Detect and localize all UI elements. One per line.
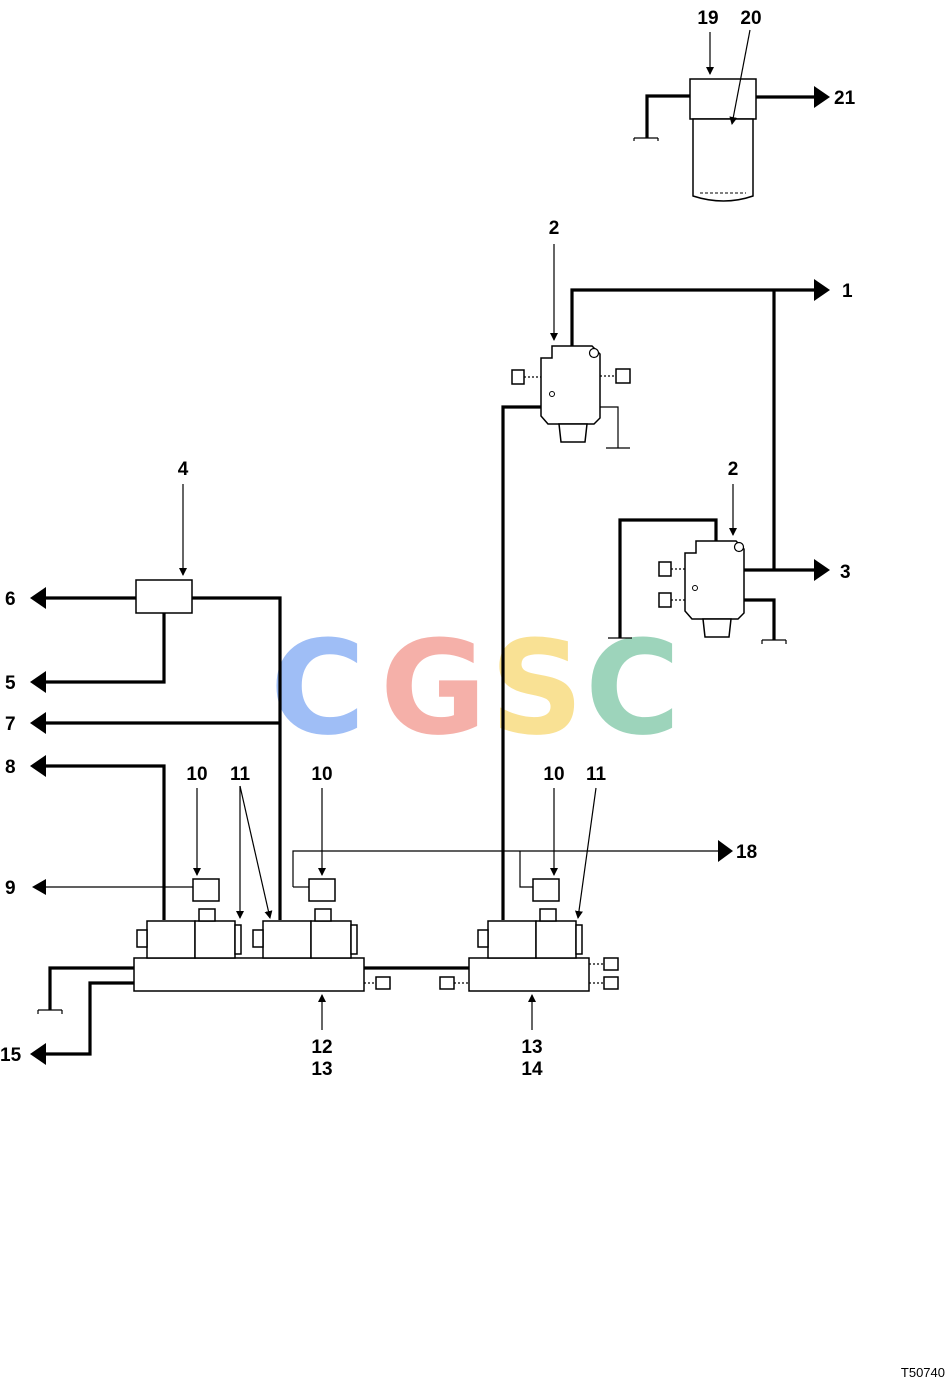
- callout-20: 20: [740, 8, 761, 29]
- arrow-1: [814, 279, 830, 301]
- watermark-letter-g: G: [380, 612, 487, 764]
- filter-assembly: [633, 29, 830, 202]
- drawing-id: T50740: [901, 1365, 945, 1380]
- arrow-18: [718, 840, 733, 862]
- arrow-9: [32, 879, 46, 895]
- component-4: [30, 484, 282, 920]
- watermark-letter-c1: C: [270, 612, 365, 764]
- filter-bowl: [692, 118, 754, 202]
- valve-2-upper: [501, 244, 830, 920]
- callout-11-b: 11: [586, 764, 607, 785]
- solenoid-coil: [532, 878, 560, 902]
- arrow-8: [30, 755, 46, 777]
- solenoid-coil: [192, 878, 220, 902]
- filter-head: [689, 78, 757, 120]
- watermark-letter-s: S: [490, 612, 584, 764]
- callout-3: 3: [840, 562, 851, 583]
- callout-7: 7: [5, 714, 16, 735]
- tank-symbol: [633, 137, 659, 141]
- callout-13-a: 13: [311, 1059, 332, 1080]
- callout-14: 14: [521, 1059, 543, 1080]
- callout-labels: 19 20 21 2 1 2 3 4 6 5 7 8 10 11 10 10 1…: [0, 8, 945, 1380]
- callout-13-b: 13: [521, 1037, 542, 1058]
- arrow-21: [814, 86, 830, 108]
- callout-15: 15: [0, 1045, 22, 1066]
- component-4-box: [135, 579, 193, 614]
- callout-6: 6: [5, 589, 16, 610]
- callout-10-a: 10: [186, 764, 207, 785]
- watermark: C G S C: [270, 612, 680, 764]
- valve-bank-left: [30, 785, 391, 1065]
- callout-8: 8: [5, 757, 16, 778]
- callout-2-upper: 2: [549, 218, 560, 239]
- arrow-3: [814, 559, 830, 581]
- arrow-7: [30, 712, 46, 734]
- valve-body: [540, 345, 601, 425]
- callout-10-b: 10: [311, 764, 332, 785]
- callout-9: 9: [5, 878, 16, 899]
- callout-1: 1: [842, 281, 853, 302]
- callout-5: 5: [5, 673, 16, 694]
- callout-4: 4: [178, 459, 189, 480]
- arrow-6: [30, 587, 46, 609]
- valve-bank-right: [292, 787, 733, 1030]
- callout-19: 19: [697, 8, 718, 29]
- callout-12: 12: [311, 1037, 332, 1058]
- arrow-5: [30, 671, 46, 693]
- callout-11-a: 11: [230, 764, 251, 785]
- callout-2-lower: 2: [728, 459, 739, 480]
- manifold-block-left: [133, 957, 365, 992]
- solenoid-coil: [308, 878, 336, 902]
- valve-2-lower: [608, 484, 830, 644]
- valve-body: [684, 540, 745, 620]
- callout-10-c: 10: [543, 764, 564, 785]
- watermark-letter-c2: C: [585, 612, 680, 764]
- arrow-15: [30, 1043, 46, 1065]
- callout-21: 21: [834, 88, 856, 109]
- manifold-block-right: [468, 957, 590, 992]
- callout-18: 18: [736, 842, 757, 863]
